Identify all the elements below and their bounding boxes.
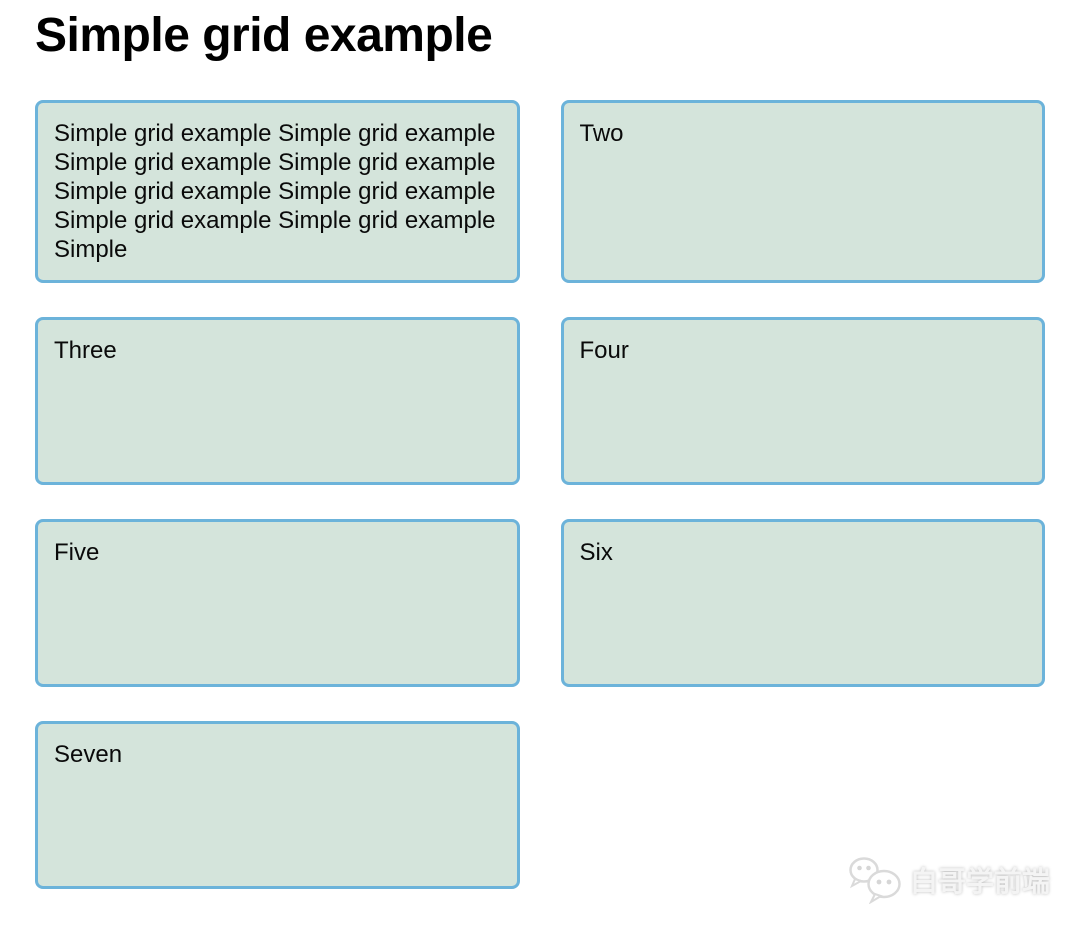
box-text: Simple grid example Simple grid example …: [54, 119, 496, 263]
box-text: Six: [579, 538, 613, 566]
grid-box-seven: Seven: [35, 720, 520, 889]
box-text: Two: [579, 119, 624, 147]
grid-box-five: Five: [35, 518, 520, 687]
grid-box-six: Six: [560, 518, 1045, 687]
grid-box-two: Two: [560, 99, 1045, 283]
page: Simple grid example Simple grid example …: [0, 9, 1080, 889]
grid-box-four: Four: [560, 316, 1045, 485]
box-text: Four: [579, 336, 629, 364]
page-title: Simple grid example: [35, 9, 493, 62]
box-text: Three: [54, 336, 117, 364]
box-text: Five: [54, 538, 100, 566]
grid: Simple grid example Simple grid example …: [35, 99, 1045, 889]
box-text: Seven: [54, 740, 123, 768]
grid-box-three: Three: [35, 316, 520, 485]
grid-box-one: Simple grid example Simple grid example …: [35, 99, 520, 283]
